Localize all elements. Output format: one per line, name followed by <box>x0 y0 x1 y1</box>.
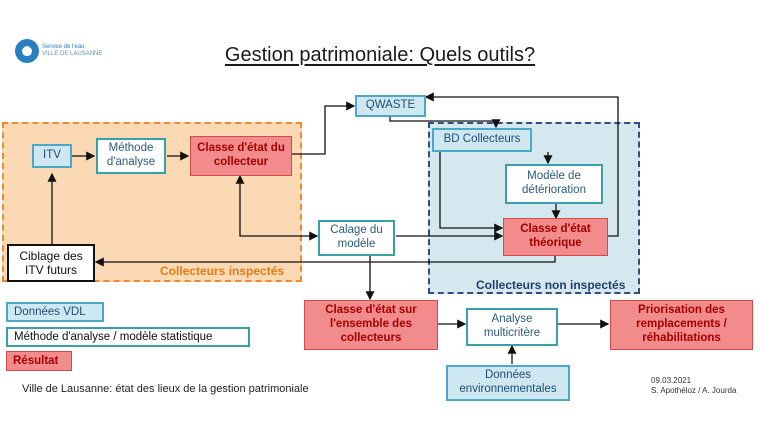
water-drop-icon <box>15 39 39 63</box>
legend-donnees-vdl: Données VDL <box>6 302 104 322</box>
zone-non-inspected-label: Collecteurs non inspectés <box>476 278 626 292</box>
node-calage-modele: Calage du modèle <box>318 220 395 256</box>
page-title: Gestion patrimoniale: Quels outils? <box>224 44 536 66</box>
node-priorisation: Priorisation des remplacements / réhabil… <box>610 300 753 350</box>
node-modele-deterioration: Modèle de détérioration <box>505 164 603 204</box>
footer-credits: 09.03.2021 S. Apothéloz / A. Jourda <box>651 376 736 397</box>
logo-line1: Service de l'eau <box>42 44 85 50</box>
node-methode-analyse: Méthode d'analyse <box>96 138 166 174</box>
footer-authors: S. Apothéloz / A. Jourda <box>651 386 737 396</box>
node-ciblage-itv: Ciblage des ITV futurs <box>7 244 95 282</box>
node-analyse-multicritere: Analyse multicritère <box>466 308 558 346</box>
footer-caption: Ville de Lausanne: état des lieux de la … <box>22 383 309 395</box>
node-classe-etat-collecteur: Classe d'état du collecteur <box>190 136 292 176</box>
node-classe-etat-ensemble: Classe d'état sur l'ensemble des collect… <box>304 300 438 350</box>
logo-line2: VILLE DE LAUSANNE <box>42 51 103 58</box>
legend-methode-modele: Méthode d'analyse / modèle statistique <box>6 327 250 347</box>
zone-inspected-label: Collecteurs inspectés <box>160 264 285 278</box>
footer-date: 09.03.2021 <box>651 376 692 385</box>
node-donnees-environnementales: Données environnementales <box>446 365 570 401</box>
node-itv: ITV <box>32 144 72 168</box>
node-qwaste: QWASTE <box>355 95 426 117</box>
node-bd-collecteurs: BD Collecteurs <box>432 128 532 152</box>
legend-resultat: Résultat <box>6 351 72 371</box>
logo: Service de l'eau VILLE DE LAUSANNE <box>14 36 104 66</box>
node-classe-etat-theorique: Classe d'état théorique <box>503 218 608 256</box>
